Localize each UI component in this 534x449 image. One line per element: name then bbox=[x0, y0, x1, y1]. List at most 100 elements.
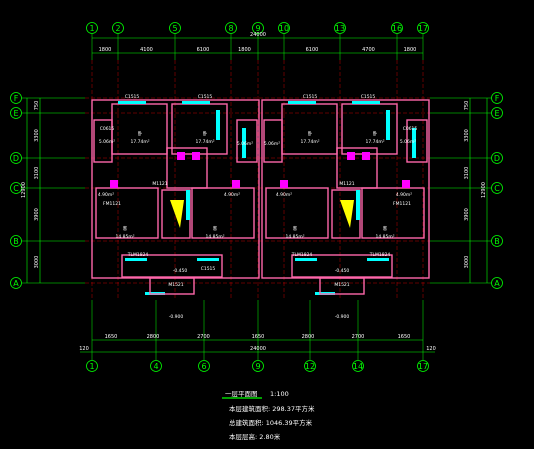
wall-outline bbox=[361, 187, 425, 239]
living-label: 客 bbox=[213, 225, 218, 232]
axis-label-top: 13 bbox=[335, 24, 345, 33]
window-cyan bbox=[352, 101, 380, 104]
fixture-cyan bbox=[186, 190, 190, 220]
axis-label-top: 17 bbox=[418, 24, 428, 33]
axis-bubble-right bbox=[491, 235, 503, 247]
axis-bubble-right bbox=[491, 152, 503, 164]
axis-bubble-left bbox=[10, 152, 22, 164]
axis-label-bottom: 14 bbox=[353, 362, 363, 371]
door-code: M1521 bbox=[168, 282, 183, 288]
dim-bottom-seg: 1650 bbox=[398, 334, 411, 340]
door-mark bbox=[192, 152, 200, 160]
dim-top-seg: 6100 bbox=[306, 47, 319, 53]
dim-right-seg: 3100 bbox=[464, 167, 470, 180]
bedroom-label: 卧 bbox=[138, 130, 143, 137]
dim-left-seg: 750 bbox=[34, 101, 40, 111]
floor-height-line: 本层层高: 2.80米 bbox=[229, 432, 281, 441]
dim-left-total: 12900 bbox=[21, 182, 27, 198]
dim-bottom-total: 24000 bbox=[250, 346, 266, 352]
dim-right-total: 12900 bbox=[481, 182, 487, 198]
wall-outline bbox=[281, 103, 338, 155]
bedroom-area: 17.74m² bbox=[130, 139, 149, 145]
kitchen-area: 4.90m² bbox=[396, 192, 412, 198]
axis-bubble-right bbox=[491, 92, 503, 104]
kitchen-area: 4.90m² bbox=[98, 192, 114, 198]
wall-outline bbox=[263, 119, 283, 163]
wall-outline bbox=[319, 277, 365, 295]
axis-bubble-bottom bbox=[304, 360, 316, 372]
door-code: TLM1824 bbox=[369, 252, 391, 258]
axis-bubble-bottom bbox=[150, 360, 162, 372]
bedroom-label: 卧 bbox=[373, 130, 378, 137]
fixture-cyan bbox=[216, 110, 220, 140]
axis-label-bottom: 6 bbox=[201, 362, 206, 371]
bath-area: 5.06m² bbox=[264, 141, 280, 147]
dim-right-seg: 750 bbox=[464, 101, 470, 111]
door-mark bbox=[347, 152, 355, 160]
window-cyan bbox=[367, 258, 389, 261]
wall-outline bbox=[406, 119, 428, 163]
dim-left-seg: 3900 bbox=[34, 208, 40, 221]
fixture-cyan bbox=[356, 190, 360, 220]
total-area-line: 总建筑面积: 1046.39平方米 bbox=[229, 418, 313, 427]
living-label: 客 bbox=[123, 225, 128, 232]
dim-top-total: 24000 bbox=[250, 32, 266, 38]
axis-bubble-top bbox=[334, 22, 346, 34]
axis-bubble-top bbox=[278, 22, 290, 34]
dim-bottom-seg: 2800 bbox=[147, 334, 160, 340]
wall-outline bbox=[91, 99, 260, 279]
axis-bubble-right bbox=[491, 182, 503, 194]
axis-label-top: 5 bbox=[172, 24, 177, 33]
stair-arrow bbox=[170, 200, 184, 228]
window-code: C1515 bbox=[198, 94, 213, 100]
dim-bottom-seg: 1650 bbox=[105, 334, 118, 340]
fixture-cyan bbox=[412, 128, 416, 158]
drawing-title: 一层平面图 bbox=[225, 390, 258, 398]
bath-area: 5.06m² bbox=[99, 139, 115, 145]
axis-bubble-right bbox=[491, 277, 503, 289]
floor-area-line: 本层建筑面积: 298.37平方米 bbox=[229, 404, 315, 413]
wall-outline bbox=[265, 187, 329, 239]
dim-left-seg: 3000 bbox=[34, 256, 40, 269]
axis-bubble-top bbox=[417, 22, 429, 34]
axis-label-top: 1 bbox=[89, 24, 94, 33]
kitchen-area: 4.90m² bbox=[276, 192, 292, 198]
window-code: C1515 bbox=[125, 94, 140, 100]
wall-outline bbox=[236, 119, 258, 163]
axis-bubble-top bbox=[391, 22, 403, 34]
level-mark: -0.450 bbox=[335, 268, 350, 274]
axis-bubble-left bbox=[10, 182, 22, 194]
dim-bottom-seg: 2700 bbox=[352, 334, 365, 340]
door-mark bbox=[177, 152, 185, 160]
axis-bubble-top bbox=[252, 22, 264, 34]
bedroom-label: 卧 bbox=[308, 130, 313, 137]
axis-label-left: A bbox=[13, 279, 19, 288]
axis-label-top: 16 bbox=[392, 24, 402, 33]
door-code: M1121 bbox=[339, 181, 354, 187]
bedroom-area: 17.74m² bbox=[365, 139, 384, 145]
axis-bubble-left bbox=[10, 92, 22, 104]
axis-bubble-left bbox=[10, 277, 22, 289]
door-code: M1121 bbox=[152, 181, 167, 187]
wall-outline bbox=[191, 187, 255, 239]
axis-label-left: C bbox=[13, 184, 19, 193]
wall-outline bbox=[336, 147, 378, 189]
living-area: 14.85m² bbox=[205, 234, 224, 240]
stair-arrow bbox=[340, 200, 354, 228]
axis-label-bottom: 4 bbox=[153, 362, 158, 371]
axis-bubble-bottom bbox=[252, 360, 264, 372]
window-cyan bbox=[295, 258, 317, 261]
axis-label-right: C bbox=[494, 184, 500, 193]
axis-bubble-bottom bbox=[198, 360, 210, 372]
wall-outline bbox=[291, 254, 393, 278]
axis-bubble-left bbox=[10, 235, 22, 247]
axis-bubble-bottom bbox=[352, 360, 364, 372]
dim-top-seg: 4100 bbox=[140, 47, 153, 53]
axis-label-right: A bbox=[494, 279, 500, 288]
door-code: FM1121 bbox=[103, 201, 121, 207]
door-code: FM1121 bbox=[393, 201, 411, 207]
axis-label-top: 8 bbox=[228, 24, 233, 33]
window-code: C0615 bbox=[100, 126, 115, 132]
